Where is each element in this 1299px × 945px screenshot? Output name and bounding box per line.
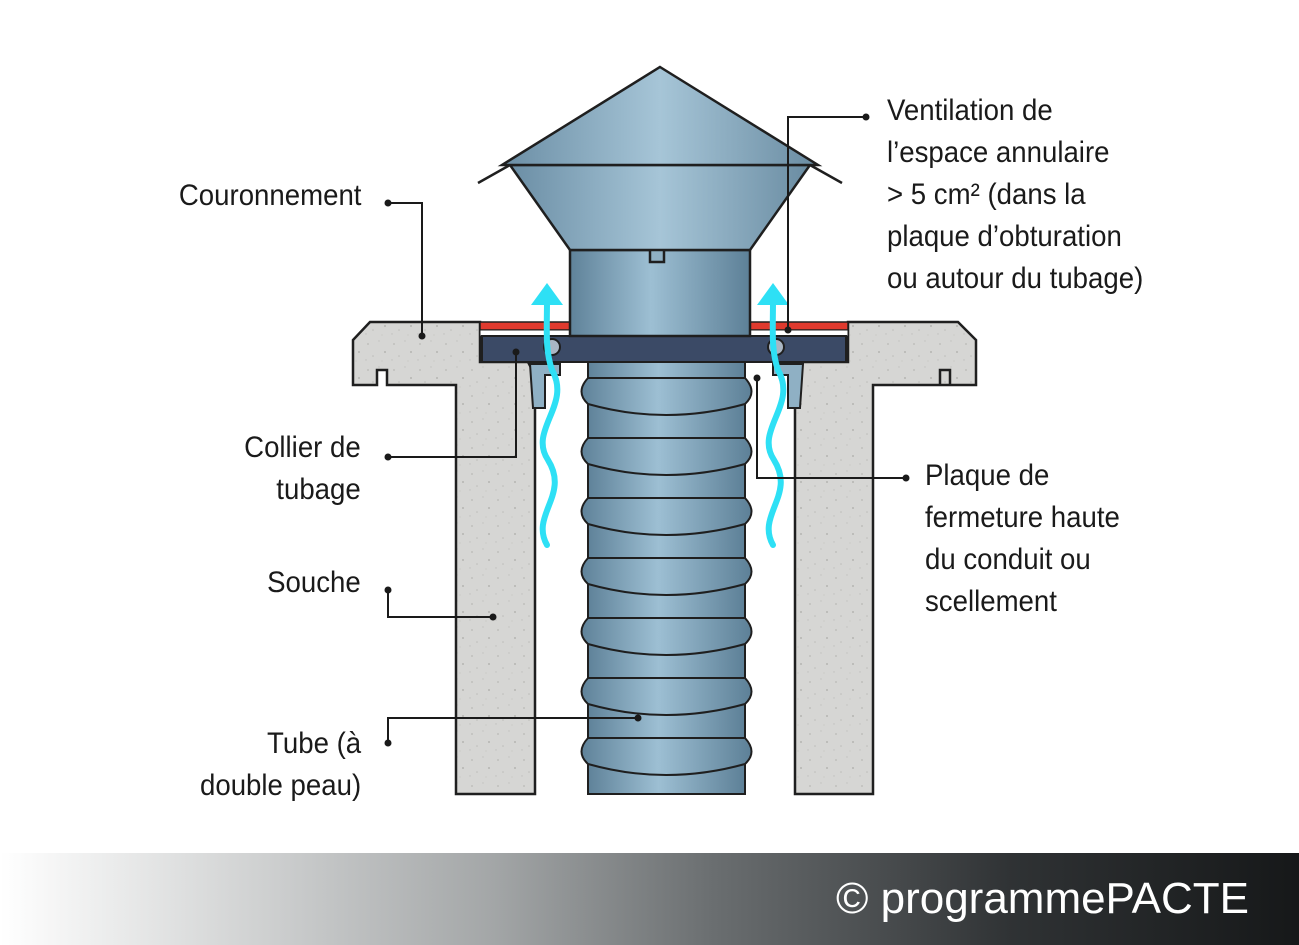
leader-dots	[384, 113, 910, 747]
label-line: l’espace annulaire	[887, 136, 1110, 169]
label-line: Souche	[267, 566, 361, 599]
label-line: Tube (à	[266, 727, 361, 760]
label-line: Plaque de	[925, 459, 1050, 492]
leader-lines	[387, 116, 906, 743]
airflow-arrows	[539, 297, 787, 548]
blue-plate	[481, 335, 847, 363]
label-couronnement: Couronnement	[178, 175, 361, 217]
label-line: Collier de	[244, 431, 361, 464]
label-souche: Souche	[267, 562, 361, 604]
label-plaque-fermeture: Plaque de fermeture haute du conduit ou …	[925, 455, 1120, 623]
footer-bar: © programmePACTE	[0, 853, 1299, 945]
label-line: scellement	[925, 585, 1057, 618]
airflow-arrowheads	[531, 283, 789, 305]
copyright-credit: © programmePACTE	[835, 874, 1249, 923]
label-line: Ventilation de	[887, 94, 1053, 127]
label-line: Couronnement	[178, 179, 361, 212]
label-line: ou autour du tubage)	[887, 262, 1144, 295]
label-line: tubage	[276, 473, 361, 506]
label-line: double peau)	[199, 769, 361, 802]
tube-double-peau	[580, 361, 753, 795]
label-collier-de-tubage: Collier de tubage	[244, 427, 361, 511]
label-line: du conduit ou	[925, 543, 1091, 576]
souche	[351, 320, 537, 796]
label-line: > 5 cm² (dans la	[887, 178, 1086, 211]
label-line: plaque d’obturation	[887, 220, 1122, 253]
rain-cap	[477, 65, 843, 338]
label-ventilation: Ventilation de l’espace annulaire > 5 cm…	[887, 90, 1143, 300]
label-tube: Tube (à double peau)	[200, 723, 361, 807]
label-line: fermeture haute	[925, 501, 1120, 534]
tube-spiral	[580, 377, 753, 776]
